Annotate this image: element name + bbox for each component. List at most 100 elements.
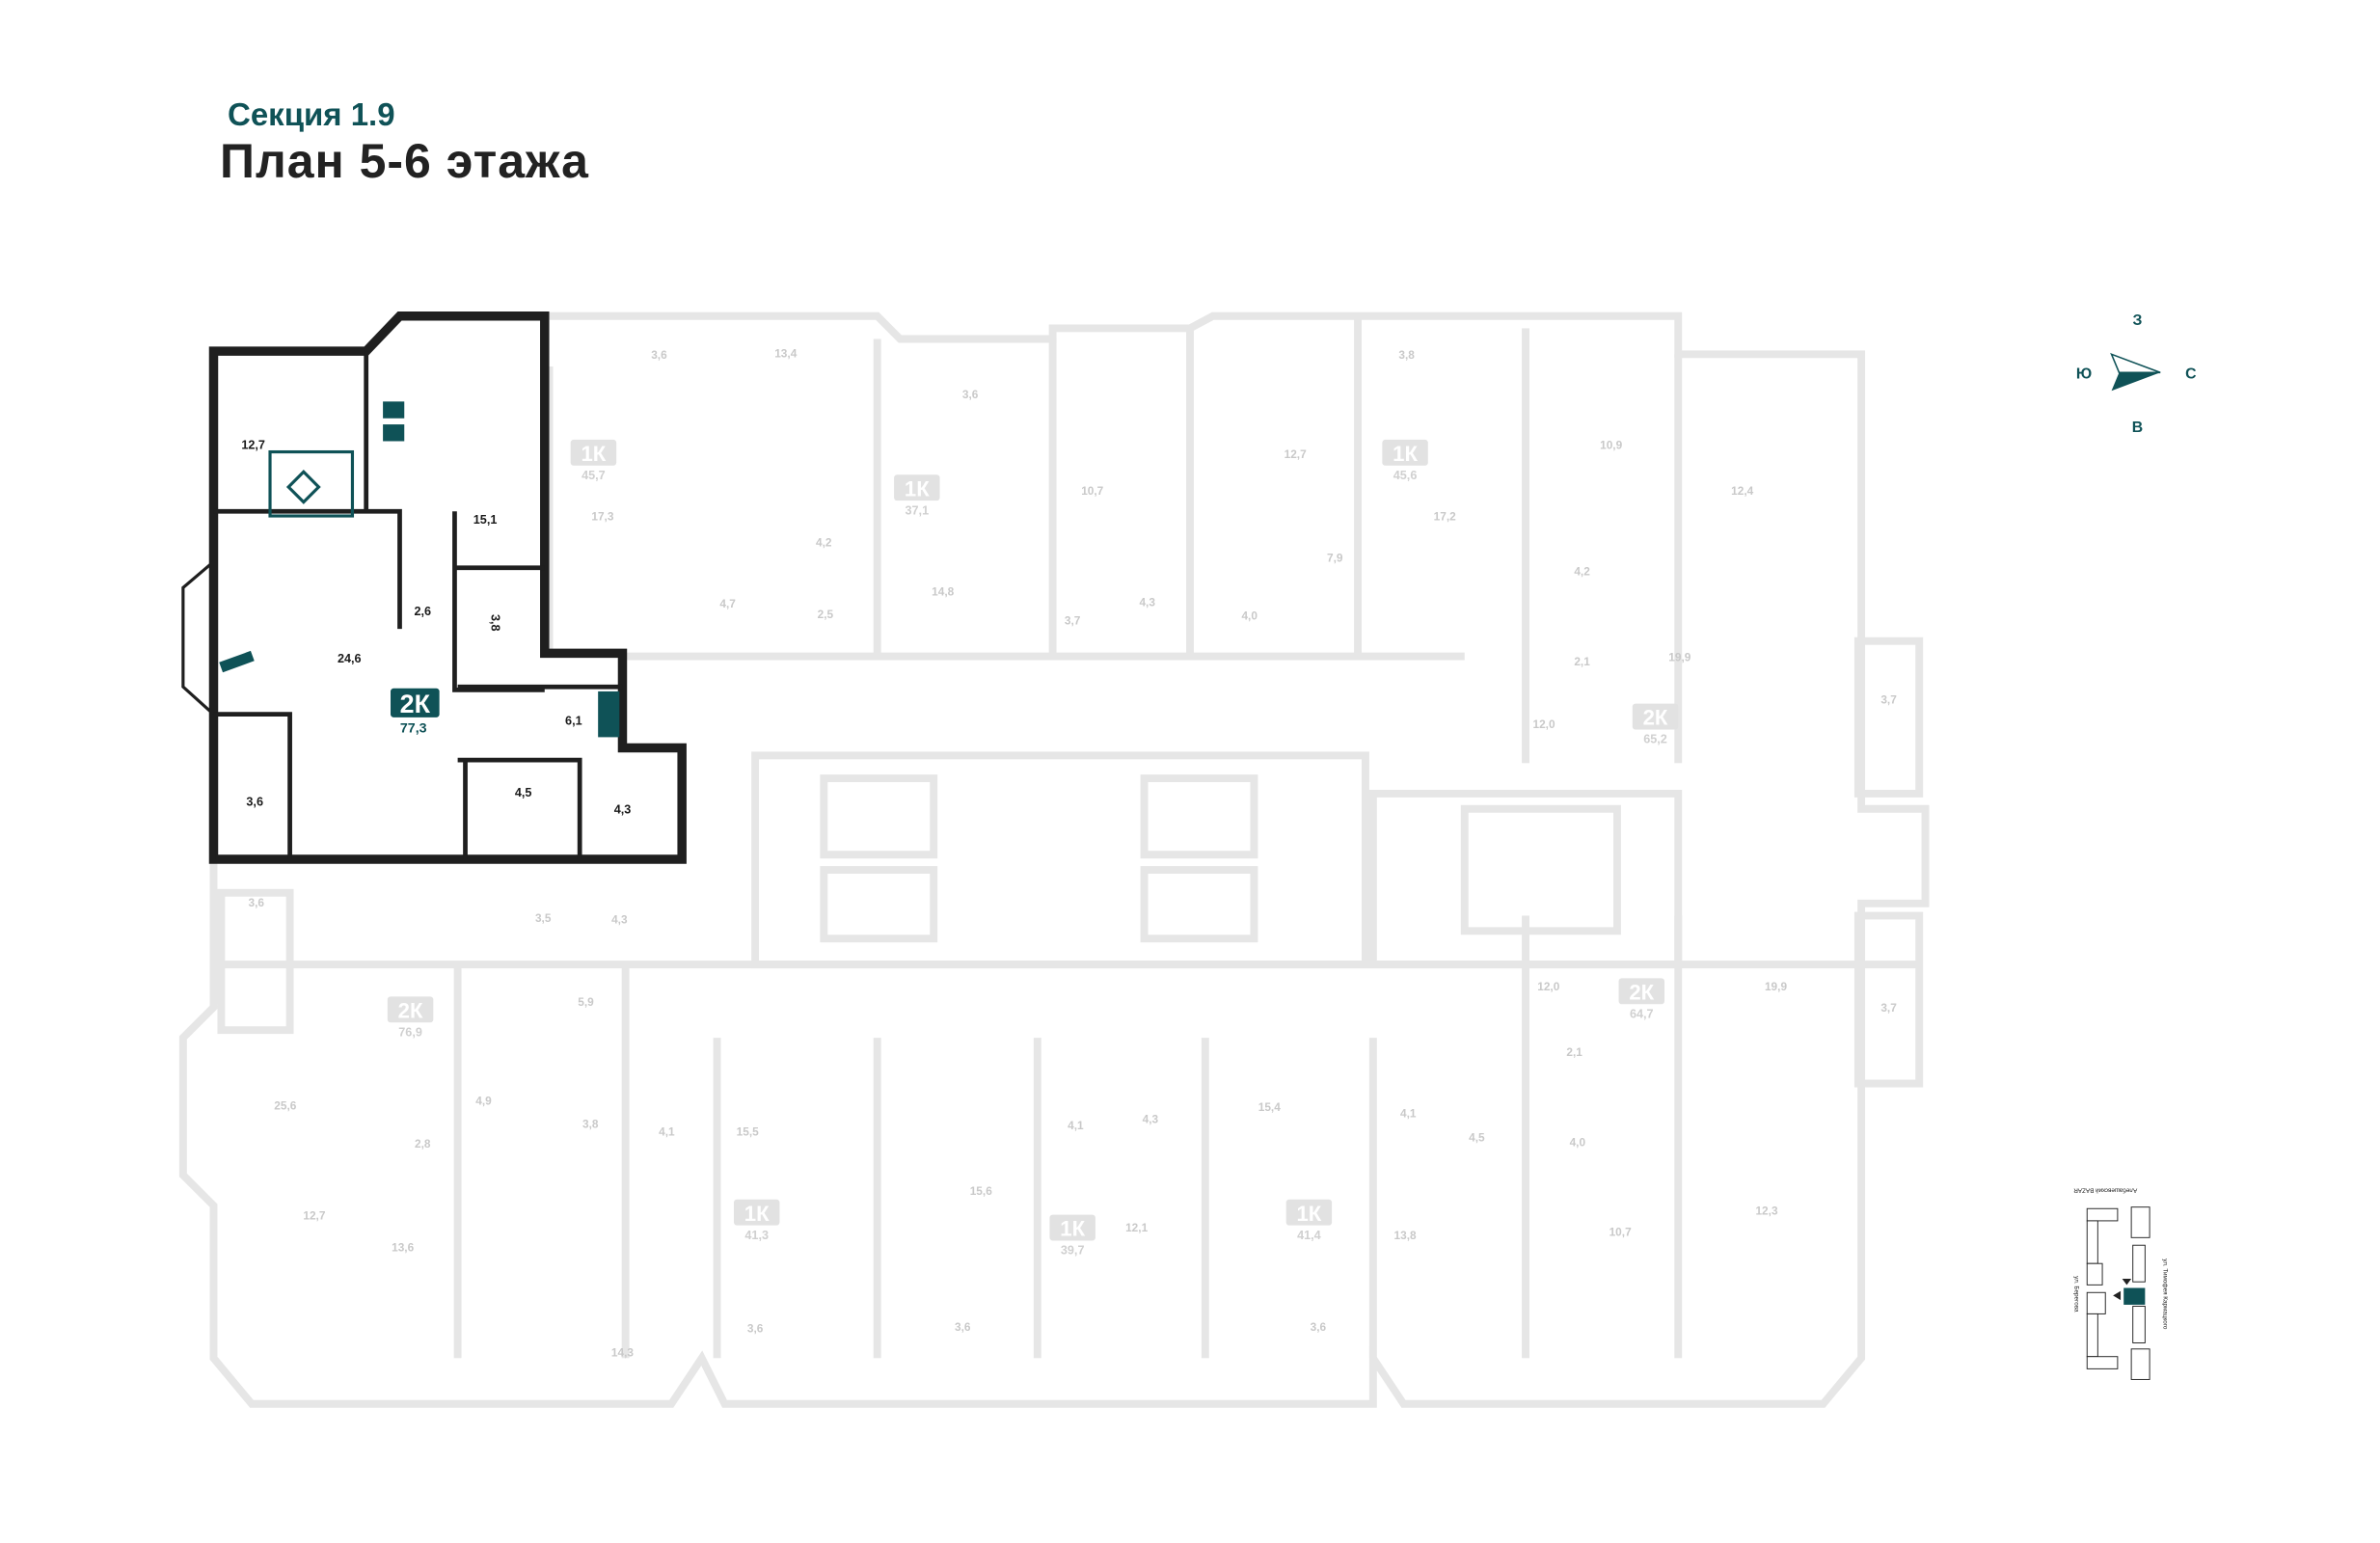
room-area-inactive: 12,0 (1532, 717, 1555, 731)
selected-apartment[interactable]: 2К 77,3 12,7 15,1 2,6 3,8 24,6 6,1 4,5 4,3 3,6 (181, 311, 687, 864)
apartment-area-inactive: 76,9 (398, 1025, 422, 1039)
room-area-inactive: 2,8 (415, 1137, 431, 1150)
room-area-inactive: 4,1 (1068, 1119, 1084, 1132)
inactive-apartments: 1К 45,7 1К 37,1 1К 45,6 2К 65,2 2К 76,9 2К 64,7 1К 41… (249, 346, 1898, 1359)
room-area: 3,8 (488, 614, 501, 632)
room-area-inactive: 14,3 (611, 1346, 634, 1360)
room-area-inactive: 4,1 (1400, 1106, 1417, 1120)
apartment-type-inactive[interactable]: 1К (1296, 1202, 1321, 1226)
room-area: 24,6 (338, 652, 362, 665)
apartment-type: 2К (400, 690, 431, 718)
room-area-inactive: 19,9 (1765, 980, 1787, 993)
room-area-inactive: 3,7 (1880, 693, 1897, 707)
room-area-inactive: 3,7 (1065, 613, 1081, 627)
room-area-inactive: 10,7 (1081, 484, 1103, 498)
apartment-badge-inactive (733, 1199, 780, 1226)
apartment-badge-inactive (1285, 1199, 1333, 1226)
room-area-inactive: 13,4 (774, 346, 797, 360)
room-area-inactive: 4,3 (1143, 1113, 1159, 1126)
room-area-inactive: 4,3 (1139, 595, 1155, 609)
compass: З Ю С В (2076, 312, 2197, 436)
room-area-inactive: 12,3 (1755, 1205, 1777, 1218)
building-outline (178, 311, 1930, 1408)
compass-arrow-icon (2110, 352, 2161, 374)
apartment-type-inactive[interactable]: 1К (581, 442, 607, 466)
apartment-badge-inactive (387, 996, 434, 1023)
apartment-area-inactive: 45,7 (581, 469, 606, 482)
room-area-inactive: 15,4 (1258, 1100, 1281, 1114)
room-area: 4,3 (614, 803, 632, 817)
room-area-inactive: 12,1 (1125, 1221, 1148, 1234)
room-area-inactive: 10,7 (1609, 1226, 1632, 1239)
room-area-inactive: 13,8 (1394, 1229, 1417, 1242)
apartment-area-inactive: 37,1 (906, 503, 930, 517)
room-area: 15,1 (473, 513, 498, 527)
room-area-inactive: 2,1 (1574, 655, 1590, 668)
site-label-top: Алебашевский BAZAR (2073, 1187, 2137, 1195)
apartment-area-inactive: 65,2 (1643, 733, 1667, 746)
compass-south: Ю (2076, 366, 2092, 383)
room-area-inactive: 19,9 (1668, 650, 1690, 663)
apartment-badge-inactive (1632, 703, 1679, 730)
apartment-type-inactive[interactable]: 1К (744, 1202, 770, 1226)
room-area-inactive: 4,1 (659, 1124, 675, 1138)
room-area-inactive: 4,5 (1469, 1131, 1485, 1145)
compass-north: С (2185, 366, 2196, 383)
room-area-inactive: 3,8 (582, 1117, 599, 1130)
room-area-inactive: 3,7 (1880, 1001, 1897, 1015)
apartment-area-inactive: 45,6 (1393, 469, 1418, 482)
room-area: 2,6 (414, 605, 431, 618)
furniture-accents (219, 401, 620, 738)
room-area-inactive: 10,9 (1600, 438, 1622, 451)
apartment-area-inactive: 39,7 (1061, 1244, 1085, 1258)
room-area: 12,7 (241, 438, 265, 451)
room-area-inactive: 3,6 (962, 388, 979, 401)
room-area-inactive: 14,8 (932, 584, 954, 598)
page-title: План 5-6 этажа (220, 134, 589, 188)
room-area-inactive: 3,8 (1398, 348, 1415, 362)
room-area-inactive: 17,2 (1434, 510, 1456, 524)
apartment-area-inactive: 41,4 (1297, 1229, 1321, 1242)
site-current-section (2123, 1287, 2146, 1305)
apartment-area: 77,3 (400, 721, 427, 737)
room-area-inactive: 5,9 (578, 995, 594, 1009)
apartment-type-inactive[interactable]: 1К (1393, 442, 1418, 466)
apartment-type-inactive[interactable]: 2К (398, 999, 423, 1023)
room-area-inactive: 3,6 (1311, 1320, 1327, 1334)
apartment-badge-inactive (894, 474, 940, 501)
room-area-inactive: 15,5 (737, 1124, 759, 1138)
room-area-inactive: 12,7 (1285, 447, 1307, 461)
apartment-badge-inactive (570, 439, 617, 466)
room-area-inactive: 3,6 (955, 1320, 971, 1334)
room-area-inactive: 2,1 (1566, 1045, 1582, 1059)
bay-window (181, 560, 215, 716)
room-area-inactive: 3,6 (249, 896, 265, 909)
room-area-inactive: 3,6 (651, 348, 667, 362)
apartment-badge-inactive (1049, 1214, 1095, 1241)
room-area: 6,1 (565, 715, 582, 728)
room-area-inactive: 4,0 (1570, 1135, 1586, 1149)
apartment-walls (208, 311, 687, 864)
compass-east: В (2132, 420, 2143, 436)
room-area-inactive: 3,6 (747, 1321, 764, 1335)
apartment-type-inactive[interactable]: 2К (1629, 981, 1654, 1005)
room-area-inactive: 17,3 (591, 510, 613, 524)
room-area-inactive: 12,4 (1731, 484, 1753, 498)
compass-arrow-fill (2111, 372, 2161, 392)
room-area-inactive: 7,9 (1327, 551, 1343, 564)
apartment-area-inactive: 64,7 (1630, 1008, 1654, 1021)
room-area-inactive: 4,3 (611, 912, 628, 926)
apartment-type-inactive[interactable]: 1К (1060, 1217, 1085, 1241)
room-area-inactive: 15,6 (970, 1184, 992, 1198)
room-area-inactive: 12,7 (303, 1208, 325, 1222)
site-street-left: ул. Берегова (2073, 1276, 2080, 1313)
apartment-type-inactive[interactable]: 1К (905, 476, 930, 501)
apartment-area-inactive: 41,3 (744, 1229, 769, 1242)
site-street-right: ул. Тимофея Кармацкого (2161, 1259, 2168, 1330)
room-area-inactive: 2,5 (818, 608, 834, 621)
room-area-inactive: 4,2 (816, 536, 832, 550)
room-area-inactive: 4,7 (719, 597, 736, 610)
apartment-type-inactive[interactable]: 2К (1643, 706, 1668, 730)
room-area: 4,5 (515, 786, 532, 799)
